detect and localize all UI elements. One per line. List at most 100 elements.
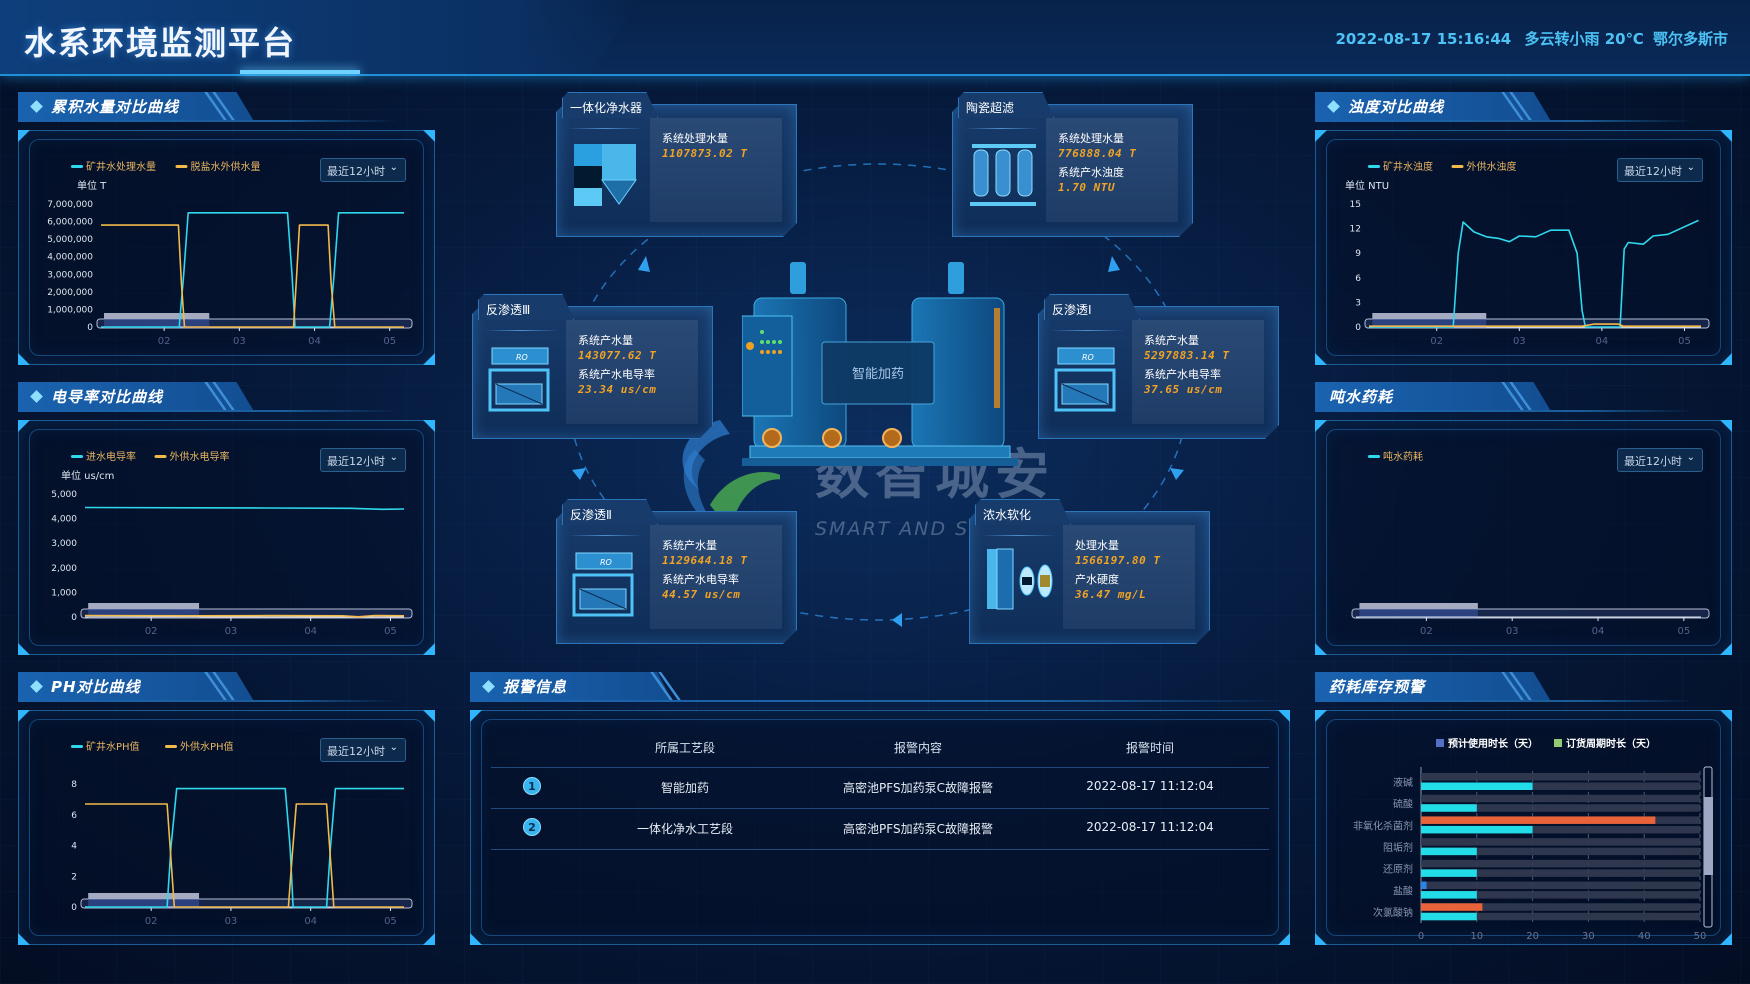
x-tick-label: 05 [383, 336, 396, 347]
zoom-slider-window[interactable] [1372, 319, 1487, 328]
bar-1 [1421, 912, 1477, 921]
time-range-select[interactable]: 最近12小时⌄ [1617, 158, 1703, 182]
category-label: 还原剂 [1383, 863, 1413, 876]
softener-icon [987, 548, 1053, 610]
x-tick-label: 40 [1638, 931, 1651, 942]
category-label: 次氯酸钠 [1373, 906, 1413, 919]
chevron-down-icon: ⌄ [389, 452, 398, 463]
zoom-slider-window[interactable] [88, 899, 200, 908]
legend-item[interactable]: 外供水电导率 [154, 450, 230, 463]
legend-swatch [1436, 739, 1444, 747]
metric-value: 23.34 us/cm [578, 383, 657, 396]
bar-1 [1421, 847, 1477, 856]
legend-item[interactable]: 矿井水处理水量 [71, 160, 156, 173]
legend-label: 矿井水处理水量 [86, 160, 156, 173]
x-tick-label: 05 [1677, 626, 1690, 637]
metric-value: 36.47 mg/L [1075, 588, 1147, 601]
bar-background [1421, 794, 1700, 803]
legend-swatch [1368, 455, 1380, 458]
zoom-slider-handle[interactable] [88, 603, 200, 609]
section-title-text: 累积水量对比曲线 [51, 98, 180, 116]
svg-text:RO: RO [516, 353, 528, 362]
y-axis-unit: 单位 NTU [1345, 179, 1389, 192]
bar-background [1421, 804, 1700, 812]
x-tick-label: 30 [1582, 931, 1595, 942]
time-range-select[interactable]: 最近12小时⌄ [320, 158, 406, 182]
alarm-table: 所属工艺段 报警内容 报警时间 1 智能加药 高密池PFS加药泵C故障报警 20… [470, 710, 1290, 945]
legend-item[interactable]: 预计使用时长（天） [1436, 737, 1538, 750]
zoom-slider-handle[interactable] [104, 313, 210, 319]
y-tick-label: 3,000,000 [47, 270, 93, 280]
card-title: 陶瓷超滤 [966, 101, 1015, 115]
x-tick-label: 02 [145, 916, 158, 927]
y-axis-unit: 单位 us/cm [61, 469, 114, 482]
column-header-content: 报警内容 [893, 741, 943, 755]
legend-item[interactable]: 脱盐水外供水量 [175, 160, 261, 173]
line-chart-cumulative: 矿井水处理水量脱盐水外供水量单位 T01,000,0002,000,0003,0… [47, 160, 413, 347]
bar-0 [1421, 903, 1483, 911]
legend-label: 预计使用时长（天） [1448, 737, 1538, 750]
metric-label: 系统处理水量 [1058, 132, 1124, 145]
legend-item[interactable]: 进水电导率 [71, 450, 136, 463]
zoom-slider-handle[interactable] [1372, 313, 1487, 319]
y-tick-label: 4,000 [51, 515, 77, 525]
time-range-select[interactable]: 最近12小时⌄ [320, 448, 406, 472]
metric-label: 系统产水电导率 [1144, 368, 1221, 381]
zoom-slider-window[interactable] [88, 609, 200, 618]
y-tick-label: 9 [1355, 249, 1361, 259]
zoom-slider-handle[interactable] [1359, 603, 1478, 609]
zoom-slider-window[interactable] [1359, 609, 1478, 618]
y-tick-label: 6 [1355, 274, 1361, 284]
alarm-stage: 一体化净水工艺段 [636, 822, 734, 836]
legend-item[interactable]: 矿井水浊度 [1368, 160, 1433, 173]
y-tick-label: 2 [71, 872, 77, 882]
legend-item[interactable]: 外供水PH值 [165, 740, 234, 753]
metric-label: 产水硬度 [1075, 573, 1119, 586]
time-range-value: 最近12小时 [1624, 455, 1682, 468]
x-tick-label: 02 [1430, 336, 1443, 347]
metric-value: 1.70 NTU [1058, 181, 1115, 194]
ro-unit-icon: RO [488, 347, 550, 412]
scrollbar-handle[interactable] [1704, 797, 1713, 875]
svg-text:RO: RO [600, 558, 612, 567]
x-tick-label: 02 [1420, 626, 1433, 637]
legend-item[interactable]: 矿井水PH值 [71, 740, 140, 753]
legend-label: 进水电导率 [86, 450, 136, 463]
row-number-badge: 2 [523, 818, 541, 836]
series-line [85, 787, 404, 908]
bar-background [1421, 773, 1700, 781]
series-line [1369, 219, 1699, 328]
metric-label: 处理水量 [1075, 539, 1119, 552]
y-tick-label: 5,000 [51, 490, 77, 500]
time-range-value: 最近12小时 [327, 165, 385, 178]
y-tick-label: 15 [1350, 200, 1361, 210]
zoom-slider-handle[interactable] [88, 893, 200, 899]
zoom-slider-window[interactable] [104, 319, 210, 328]
bar-background [1421, 869, 1700, 877]
flow-arrow-icon [1108, 256, 1120, 272]
svg-text:RO: RO [1082, 353, 1094, 362]
bar-background [1421, 903, 1700, 911]
time-range-select[interactable]: 最近12小时⌄ [320, 738, 406, 762]
metric-label: 系统产水浊度 [1058, 166, 1124, 179]
time-range-select[interactable]: 最近12小时⌄ [1617, 448, 1703, 472]
legend-swatch [165, 745, 177, 748]
card-title: 反渗透Ⅰ [1052, 303, 1092, 317]
category-label: 非氧化杀菌剂 [1353, 819, 1413, 832]
legend-item[interactable]: 订货周期时长（天） [1554, 737, 1656, 750]
series-line [1369, 323, 1701, 327]
x-tick-label: 05 [1678, 336, 1691, 347]
legend-item[interactable]: 外供水浊度 [1451, 160, 1517, 173]
legend-item[interactable]: 吨水药耗 [1368, 450, 1423, 463]
metric-value: 1107873.02 T [662, 147, 748, 160]
